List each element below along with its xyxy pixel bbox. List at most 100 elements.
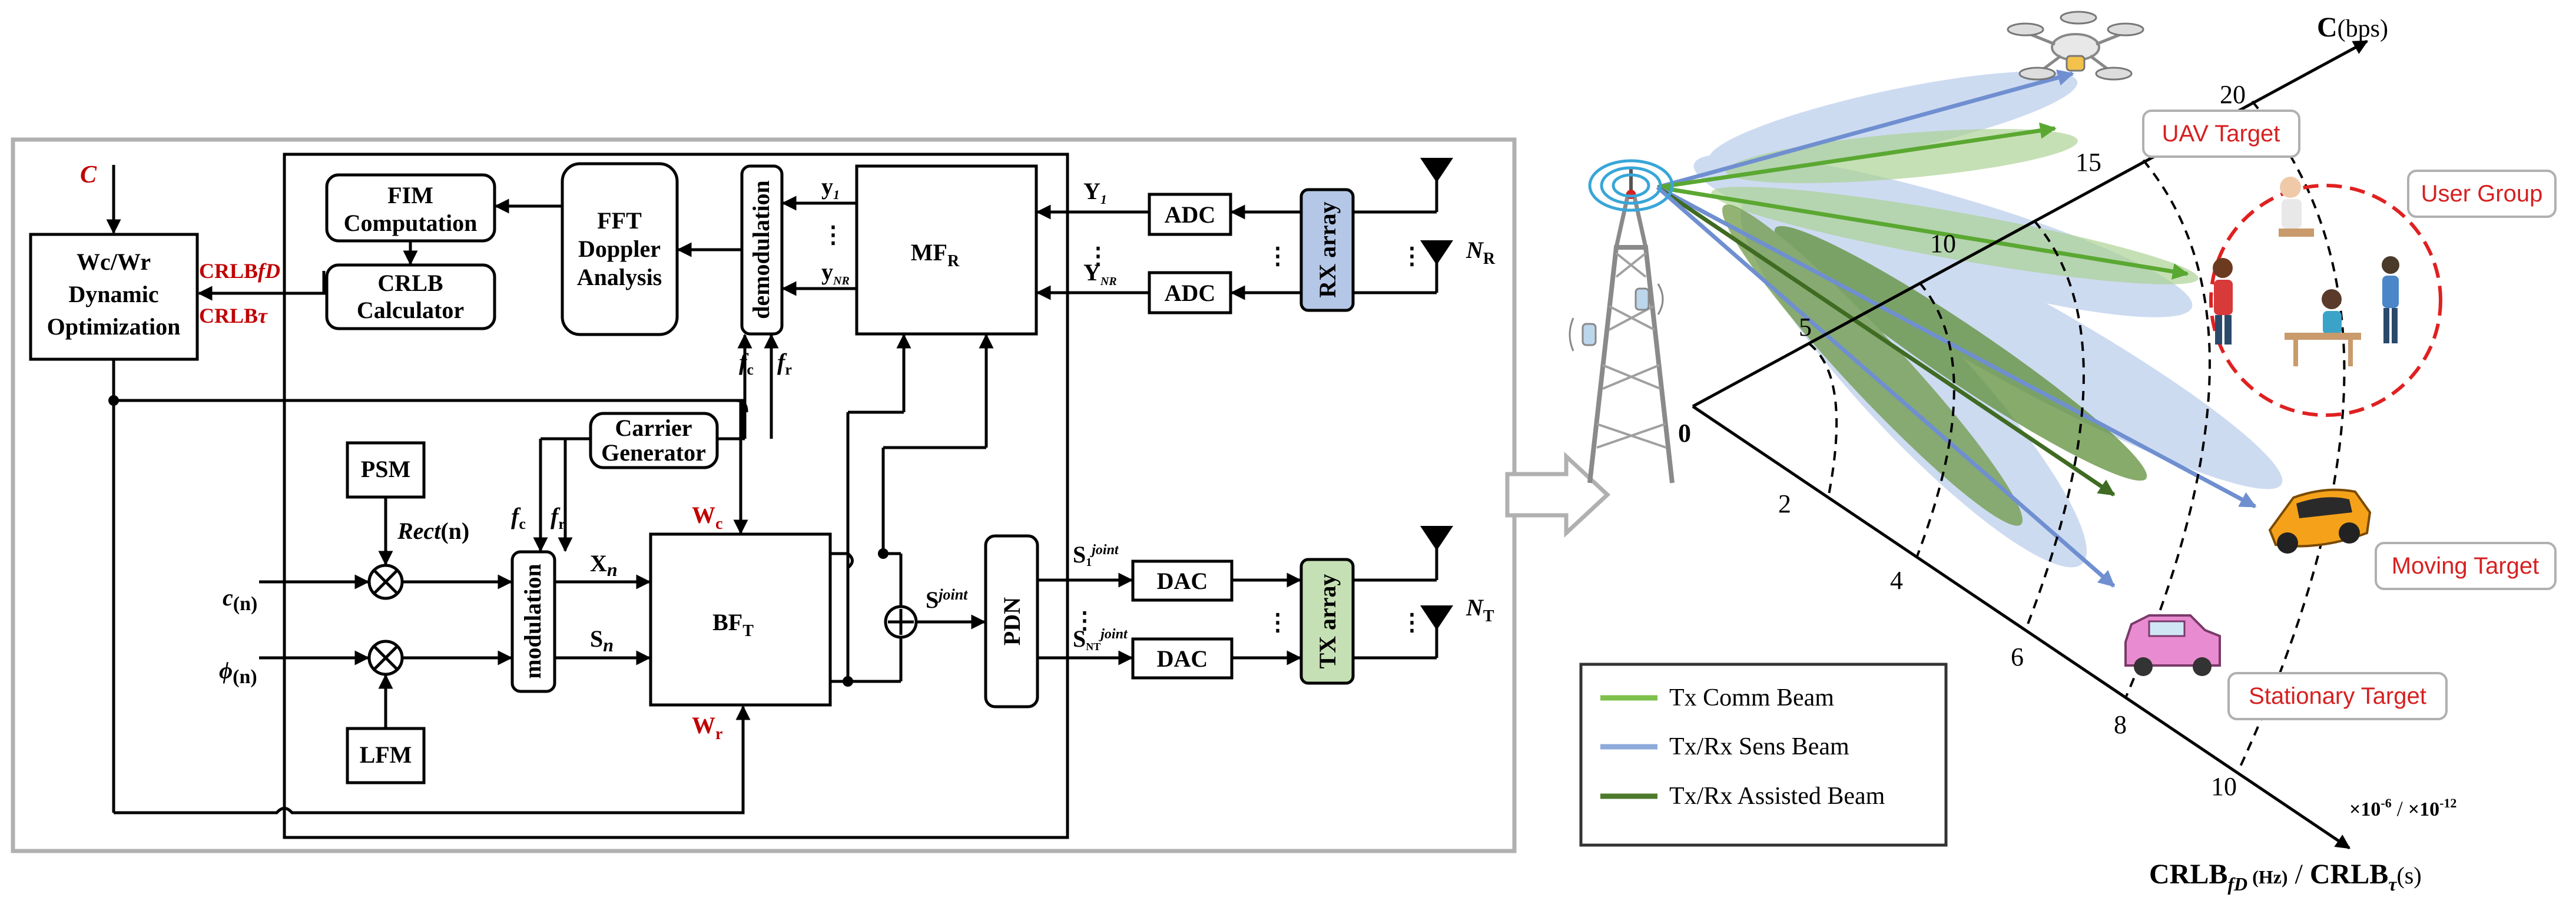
capacity-axis bbox=[1692, 39, 2369, 408]
s-ellipsis: ⋮ bbox=[1073, 607, 1096, 634]
fim-line-1: FIM bbox=[387, 182, 433, 208]
svg-text:UAV Target: UAV Target bbox=[2162, 121, 2280, 147]
moving-target-car-icon bbox=[2268, 488, 2372, 554]
pdn-label: PDN bbox=[999, 597, 1025, 645]
cap-tick-20: 20 bbox=[2220, 80, 2246, 109]
demodulation-label: demodulation bbox=[748, 180, 774, 319]
modulation-block bbox=[510, 550, 556, 693]
adc-bottom-label: ADC bbox=[1165, 280, 1216, 306]
cap-tick-5: 5 bbox=[1799, 313, 1812, 342]
carrier-generator-block bbox=[589, 412, 719, 469]
y1-label: y1 bbox=[821, 173, 840, 202]
svg-text:User Group: User Group bbox=[2421, 181, 2543, 207]
tx-antenna-1-icon bbox=[1420, 526, 1453, 551]
arc-5 bbox=[2236, 100, 2346, 773]
target-label-stationary: Stationary Target bbox=[2227, 672, 2448, 720]
optimizer-line-2: Dynamic bbox=[68, 281, 158, 307]
dac-bottom-label: DAC bbox=[1157, 645, 1208, 672]
assisted-beam-stationary bbox=[1722, 204, 2023, 526]
arc-1 bbox=[1808, 342, 1838, 498]
sntjoint-label: SNTjoint bbox=[1073, 625, 1128, 653]
psm-label: PSM bbox=[361, 456, 410, 482]
beam-illustration: C(bps) 0 5 10 15 20 2 4 6 8 10 ×10-6 / ×… bbox=[1569, 11, 2557, 895]
bf-t-block bbox=[649, 532, 832, 707]
c-n-label: c(n) bbox=[223, 584, 257, 615]
mf-r-label: MFR bbox=[911, 239, 960, 270]
svg-text:Stationary Target: Stationary Target bbox=[2249, 683, 2426, 709]
optimizer-line-3: Optimization bbox=[47, 313, 181, 340]
crlb-tick-8: 8 bbox=[2114, 710, 2127, 739]
crlb-calculator-block bbox=[325, 263, 496, 330]
optimizer-line-1: Wc/Wr bbox=[77, 249, 151, 275]
tx-array-block bbox=[1299, 558, 1355, 685]
arc-2 bbox=[1915, 282, 1955, 558]
n-t-label: NT bbox=[1466, 594, 1494, 625]
rx-antenna-1-icon bbox=[1420, 158, 1453, 183]
target-label-user-group: User Group bbox=[2407, 170, 2557, 218]
tx-antenna-ellipsis: ⋮ bbox=[1400, 609, 1424, 635]
legend-label-comm: Tx Comm Beam bbox=[1669, 684, 1834, 711]
adc-ellipsis: ⋮ bbox=[1266, 243, 1289, 269]
user-group-circle bbox=[2209, 184, 2442, 417]
dac-top-block bbox=[1131, 559, 1234, 602]
crlb-calc-line-1: CRLB bbox=[377, 270, 443, 296]
sjoint-label: Sjoint bbox=[926, 586, 968, 613]
arc-3 bbox=[2024, 220, 2085, 631]
origin-label: 0 bbox=[1678, 419, 1691, 448]
pdn-block bbox=[984, 534, 1039, 708]
dac-ellipsis: ⋮ bbox=[1266, 609, 1289, 635]
fft-line-3: Analysis bbox=[577, 264, 662, 290]
Y1-label: Y1 bbox=[1083, 178, 1107, 207]
user-group-people-icon bbox=[2213, 177, 2399, 366]
comm-beam-uav bbox=[1726, 128, 2078, 184]
modulation-label: modulation bbox=[519, 564, 546, 679]
ynr-label: yNR bbox=[821, 259, 850, 287]
cap-tick-15: 15 bbox=[2076, 148, 2101, 177]
legend-label-assisted: Tx/Rx Assisted Beam bbox=[1669, 783, 1885, 810]
lfm-label: LFM bbox=[360, 741, 412, 768]
crlb-tick-10: 10 bbox=[2211, 772, 2237, 801]
adc-bottom-block bbox=[1148, 271, 1232, 314]
carrier-line-2: Generator bbox=[601, 439, 706, 466]
target-label-moving: Moving Target bbox=[2375, 542, 2557, 590]
fr-mod-label: fr bbox=[551, 503, 565, 532]
optimizer-block bbox=[29, 233, 199, 361]
n-r-label: NR bbox=[1466, 237, 1496, 268]
phi-n-label: ϕ(n) bbox=[219, 657, 257, 688]
crlb-tick-2: 2 bbox=[1778, 489, 1791, 518]
arc-4 bbox=[2124, 159, 2211, 698]
input-c-label: C bbox=[80, 161, 97, 188]
crlb-calc-line-2: Calculator bbox=[357, 297, 464, 323]
fc-mod-label: fc bbox=[511, 503, 526, 532]
tx-array-label: TX array bbox=[1314, 574, 1341, 668]
crlb-axis-label: CRLBfD (Hz) / CRLBτ(s) bbox=[2149, 859, 2422, 895]
mf-r-block bbox=[855, 164, 1038, 336]
legend-label-sens: Tx/Rx Sens Beam bbox=[1669, 733, 1849, 760]
stationary-target-car-icon bbox=[2124, 614, 2221, 676]
cap-tick-10: 10 bbox=[1930, 229, 1956, 258]
Y-ellipsis: ⋮ bbox=[1086, 243, 1110, 269]
crlb-tau-label: CRLBτ bbox=[199, 304, 268, 327]
wc-label: Wc bbox=[692, 502, 722, 533]
target-label-uav: UAV Target bbox=[2142, 110, 2300, 158]
adc-top-block bbox=[1148, 193, 1232, 236]
dac-top-label: DAC bbox=[1157, 568, 1208, 594]
uav-drone-icon bbox=[2007, 11, 2144, 81]
assisted-beam-moving bbox=[1774, 226, 2147, 481]
fft-line-2: Doppler bbox=[578, 236, 661, 262]
fim-line-2: Computation bbox=[344, 210, 478, 236]
transceiver-block-diagram: C Wc/Wr Dynamic Optimization CRLBfD CRLB… bbox=[11, 137, 1517, 853]
sn-label: Sn bbox=[590, 625, 614, 655]
base-station-tower-icon bbox=[1569, 159, 1675, 484]
connector-arrow-icon bbox=[1505, 451, 1611, 538]
rx-antenna-ellipsis: ⋮ bbox=[1400, 243, 1424, 269]
y-ellipsis: ⋮ bbox=[821, 221, 845, 248]
crlb-axis bbox=[1692, 405, 2351, 850]
s1joint-label: S1joint bbox=[1073, 541, 1119, 569]
beam-legend: Tx Comm Beam Tx/Rx Sens Beam Tx/Rx Assis… bbox=[1579, 663, 1948, 847]
dac-bottom-block bbox=[1131, 637, 1234, 680]
YNr-label: YNR bbox=[1083, 259, 1117, 288]
rx-antenna-n-icon bbox=[1420, 240, 1453, 265]
inner-frame bbox=[283, 153, 1069, 839]
